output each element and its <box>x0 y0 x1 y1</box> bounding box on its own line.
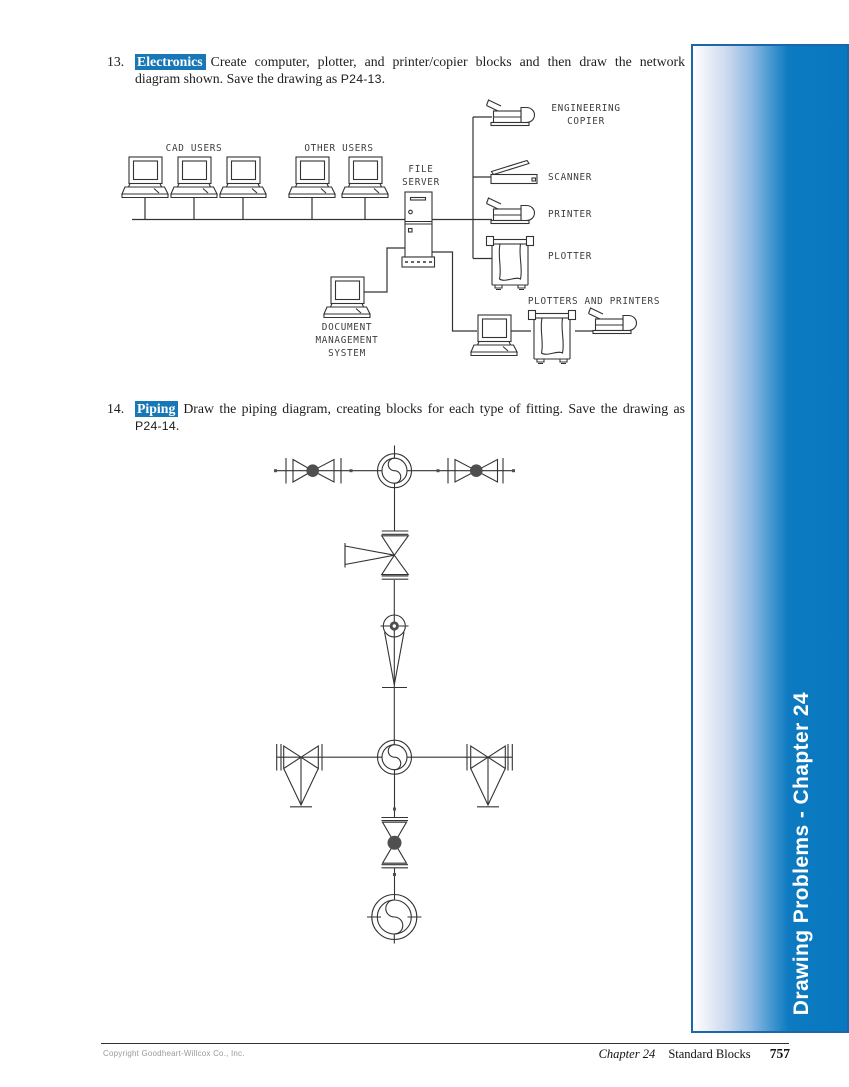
drawing-filename: P24-14 <box>135 419 176 433</box>
footer-chapter-info: Chapter 24 Standard Blocks 757 <box>599 1046 790 1062</box>
network-diagram: CAD USERS OTHER USERS FILE SERVER ENGINE… <box>121 99 660 365</box>
label-dms: MANAGEMENT <box>316 335 379 346</box>
plotter-icon <box>527 309 577 365</box>
problem-number: 14. <box>107 401 125 416</box>
label-dms: DOCUMENT <box>322 322 372 333</box>
drawing-filename: P24-13 <box>340 72 382 86</box>
pump-symbol <box>376 453 413 489</box>
pipe-junction-dots <box>274 469 515 876</box>
computer-icon <box>170 156 218 199</box>
label-plotter: PLOTTER <box>548 251 592 262</box>
period: . <box>381 71 386 86</box>
problem-text: Piping Draw the piping diagram, creating … <box>135 400 685 435</box>
footer-chapter: Chapter 24 <box>598 1047 656 1061</box>
period: . <box>175 418 180 433</box>
problem-number: 13. <box>107 54 125 69</box>
label-cad-users: CAD USERS <box>166 143 223 154</box>
scanner-icon <box>490 159 538 185</box>
network-lines <box>132 116 596 332</box>
label-engineering-copier: COPIER <box>567 116 605 127</box>
engineering-copier-icon <box>485 99 536 127</box>
pump-symbol <box>376 739 413 775</box>
plotter-icon <box>485 235 535 291</box>
computer-icon <box>121 156 169 199</box>
computer-icon <box>470 314 518 357</box>
computer-icon <box>219 156 267 199</box>
problem-tag-electronics: Electronics <box>135 54 206 70</box>
label-file-server: SERVER <box>402 177 440 188</box>
footer-rule <box>101 1043 789 1044</box>
angle-valve-with-drain <box>276 744 323 808</box>
footer-copyright: Copyright Goodheart-Willcox Co., Inc. <box>103 1049 245 1058</box>
pump-symbol <box>367 893 422 944</box>
flow-indicator-funnel <box>380 614 409 689</box>
label-dms: SYSTEM <box>328 348 366 359</box>
angle-valve-with-drain <box>466 744 513 808</box>
problem-body: Create computer, plotter, and printer/co… <box>135 54 685 86</box>
piping-diagram <box>274 445 515 944</box>
file-server-icon <box>401 191 436 268</box>
label-engineering-copier: ENGINEERING <box>551 103 620 114</box>
ball-valve-horizontal <box>285 458 342 484</box>
computer-icon <box>288 156 336 199</box>
dms-computer-icon <box>323 276 371 319</box>
sidebar-label: Drawing Problems - Chapter 24 <box>790 691 813 1015</box>
label-file-server: FILE <box>408 164 433 175</box>
computer-icon <box>341 156 389 199</box>
printer-icon <box>485 197 536 225</box>
label-plotters-and-printers: PLOTTERS AND PRINTERS <box>528 296 660 307</box>
label-scanner: SCANNER <box>548 172 592 183</box>
footer-section: Standard Blocks <box>668 1047 751 1061</box>
problem-body: Draw the piping diagram, creating blocks… <box>183 401 685 416</box>
printer-icon <box>587 307 638 335</box>
problem-item-14: 14. Piping Draw the piping diagram, creat… <box>107 400 685 435</box>
pipe-lines <box>276 445 514 901</box>
chapter-sidebar-tab: Drawing Problems - Chapter 24 <box>691 44 849 1033</box>
ball-valve-horizontal <box>447 458 504 484</box>
label-other-users: OTHER USERS <box>304 143 373 154</box>
footer-page-number: 757 <box>769 1046 790 1061</box>
problem-tag-piping: Piping <box>135 401 179 417</box>
ball-valve-vertical <box>381 816 408 869</box>
label-printer: PRINTER <box>548 209 592 220</box>
three-way-valve <box>344 530 410 580</box>
